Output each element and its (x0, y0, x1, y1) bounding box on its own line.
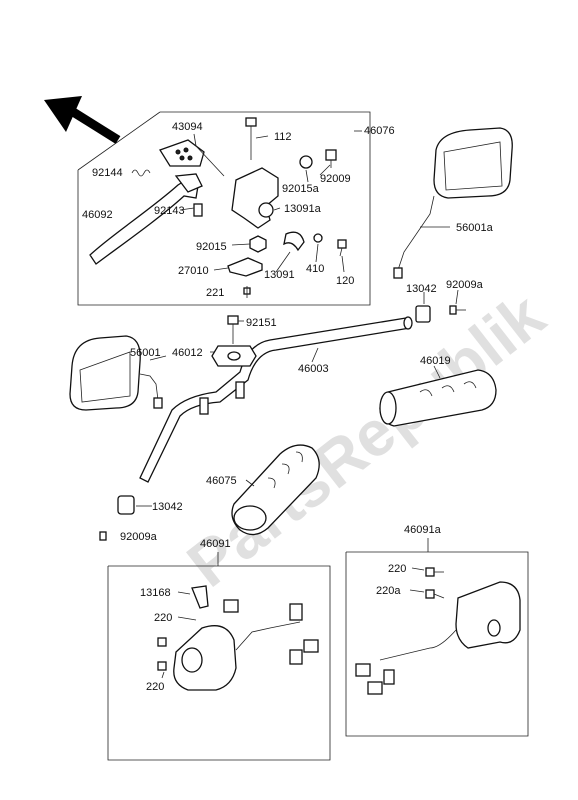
label-43094: 43094 (172, 121, 203, 133)
lever-assembly-frame (77, 111, 371, 306)
part-120-screw (337, 239, 347, 257)
label-46091: 46091 (200, 538, 231, 550)
part-220-screw-right (425, 567, 444, 577)
part-13042-left (117, 495, 135, 515)
part-13042-right (415, 305, 431, 323)
part-92151-bolt (227, 315, 239, 344)
part-46019-grip (379, 369, 497, 427)
part-92009-screw (325, 149, 337, 168)
label-46076: 46076 (364, 125, 395, 137)
label-46091a: 46091a (404, 524, 442, 536)
label-220-left-1: 220 (154, 612, 172, 624)
part-46075-grip (231, 444, 320, 536)
part-46092-lever (89, 173, 203, 265)
label-56001: 56001 (130, 347, 161, 359)
part-92009a-right (449, 305, 466, 315)
label-221: 221 (206, 287, 224, 299)
label-13091a: 13091a (284, 203, 322, 215)
part-labels: 43094 112 46076 92144 92015a 92009 46092… (82, 121, 494, 693)
label-13168: 13168 (140, 587, 171, 599)
label-27010: 27010 (178, 265, 209, 277)
part-43094 (159, 139, 205, 167)
label-112: 112 (274, 131, 292, 143)
part-92143 (193, 203, 203, 217)
part-92015-nut (249, 235, 267, 253)
front-direction-arrow-icon (44, 96, 121, 144)
part-220-screw-left-1 (157, 637, 167, 647)
part-46091-switch (173, 599, 319, 691)
part-220-screw-left-2 (157, 661, 167, 671)
label-46003: 46003 (298, 363, 329, 375)
label-13042-right: 13042 (406, 283, 437, 295)
label-92009: 92009 (320, 173, 351, 185)
part-221-screw (243, 286, 251, 298)
label-92009a-right: 92009a (446, 279, 484, 291)
part-220a-screw (425, 589, 445, 599)
label-92009a-left: 92009a (120, 531, 158, 543)
label-410: 410 (306, 263, 324, 275)
label-46075: 46075 (206, 475, 237, 487)
part-13091-clamp (283, 231, 305, 252)
part-92009a-left (99, 531, 107, 541)
part-92144-spring (131, 169, 151, 177)
part-410-washer (313, 233, 323, 243)
part-27010-switch (227, 257, 263, 277)
part-13168-clip (191, 585, 209, 609)
switch-right-frame (345, 551, 529, 737)
part-56001a-mirror-right (393, 127, 513, 279)
label-13091: 13091 (264, 269, 295, 281)
label-46012: 46012 (172, 347, 203, 359)
label-92015a: 92015a (282, 183, 320, 195)
label-92144: 92144 (92, 167, 123, 179)
label-46019: 46019 (420, 355, 451, 367)
label-92015: 92015 (196, 241, 227, 253)
label-56001a: 56001a (456, 222, 494, 234)
label-120: 120 (336, 275, 354, 287)
label-220-right: 220 (388, 563, 406, 575)
part-56001-mirror-left (69, 335, 163, 411)
part-46091a-switch (355, 581, 521, 695)
part-92015a (299, 155, 313, 169)
label-13042-left: 13042 (152, 501, 183, 513)
label-92143: 92143 (154, 205, 185, 217)
label-46092: 46092 (82, 209, 113, 221)
leader-lines-top (179, 130, 362, 273)
part-112-bolt (245, 117, 257, 160)
part-46012-holder (211, 345, 257, 367)
lever-holder (231, 167, 279, 229)
label-220a: 220a (376, 585, 401, 597)
switch-left-frame (107, 565, 331, 761)
label-220-left-2: 220 (146, 681, 164, 693)
label-92151: 92151 (246, 317, 277, 329)
